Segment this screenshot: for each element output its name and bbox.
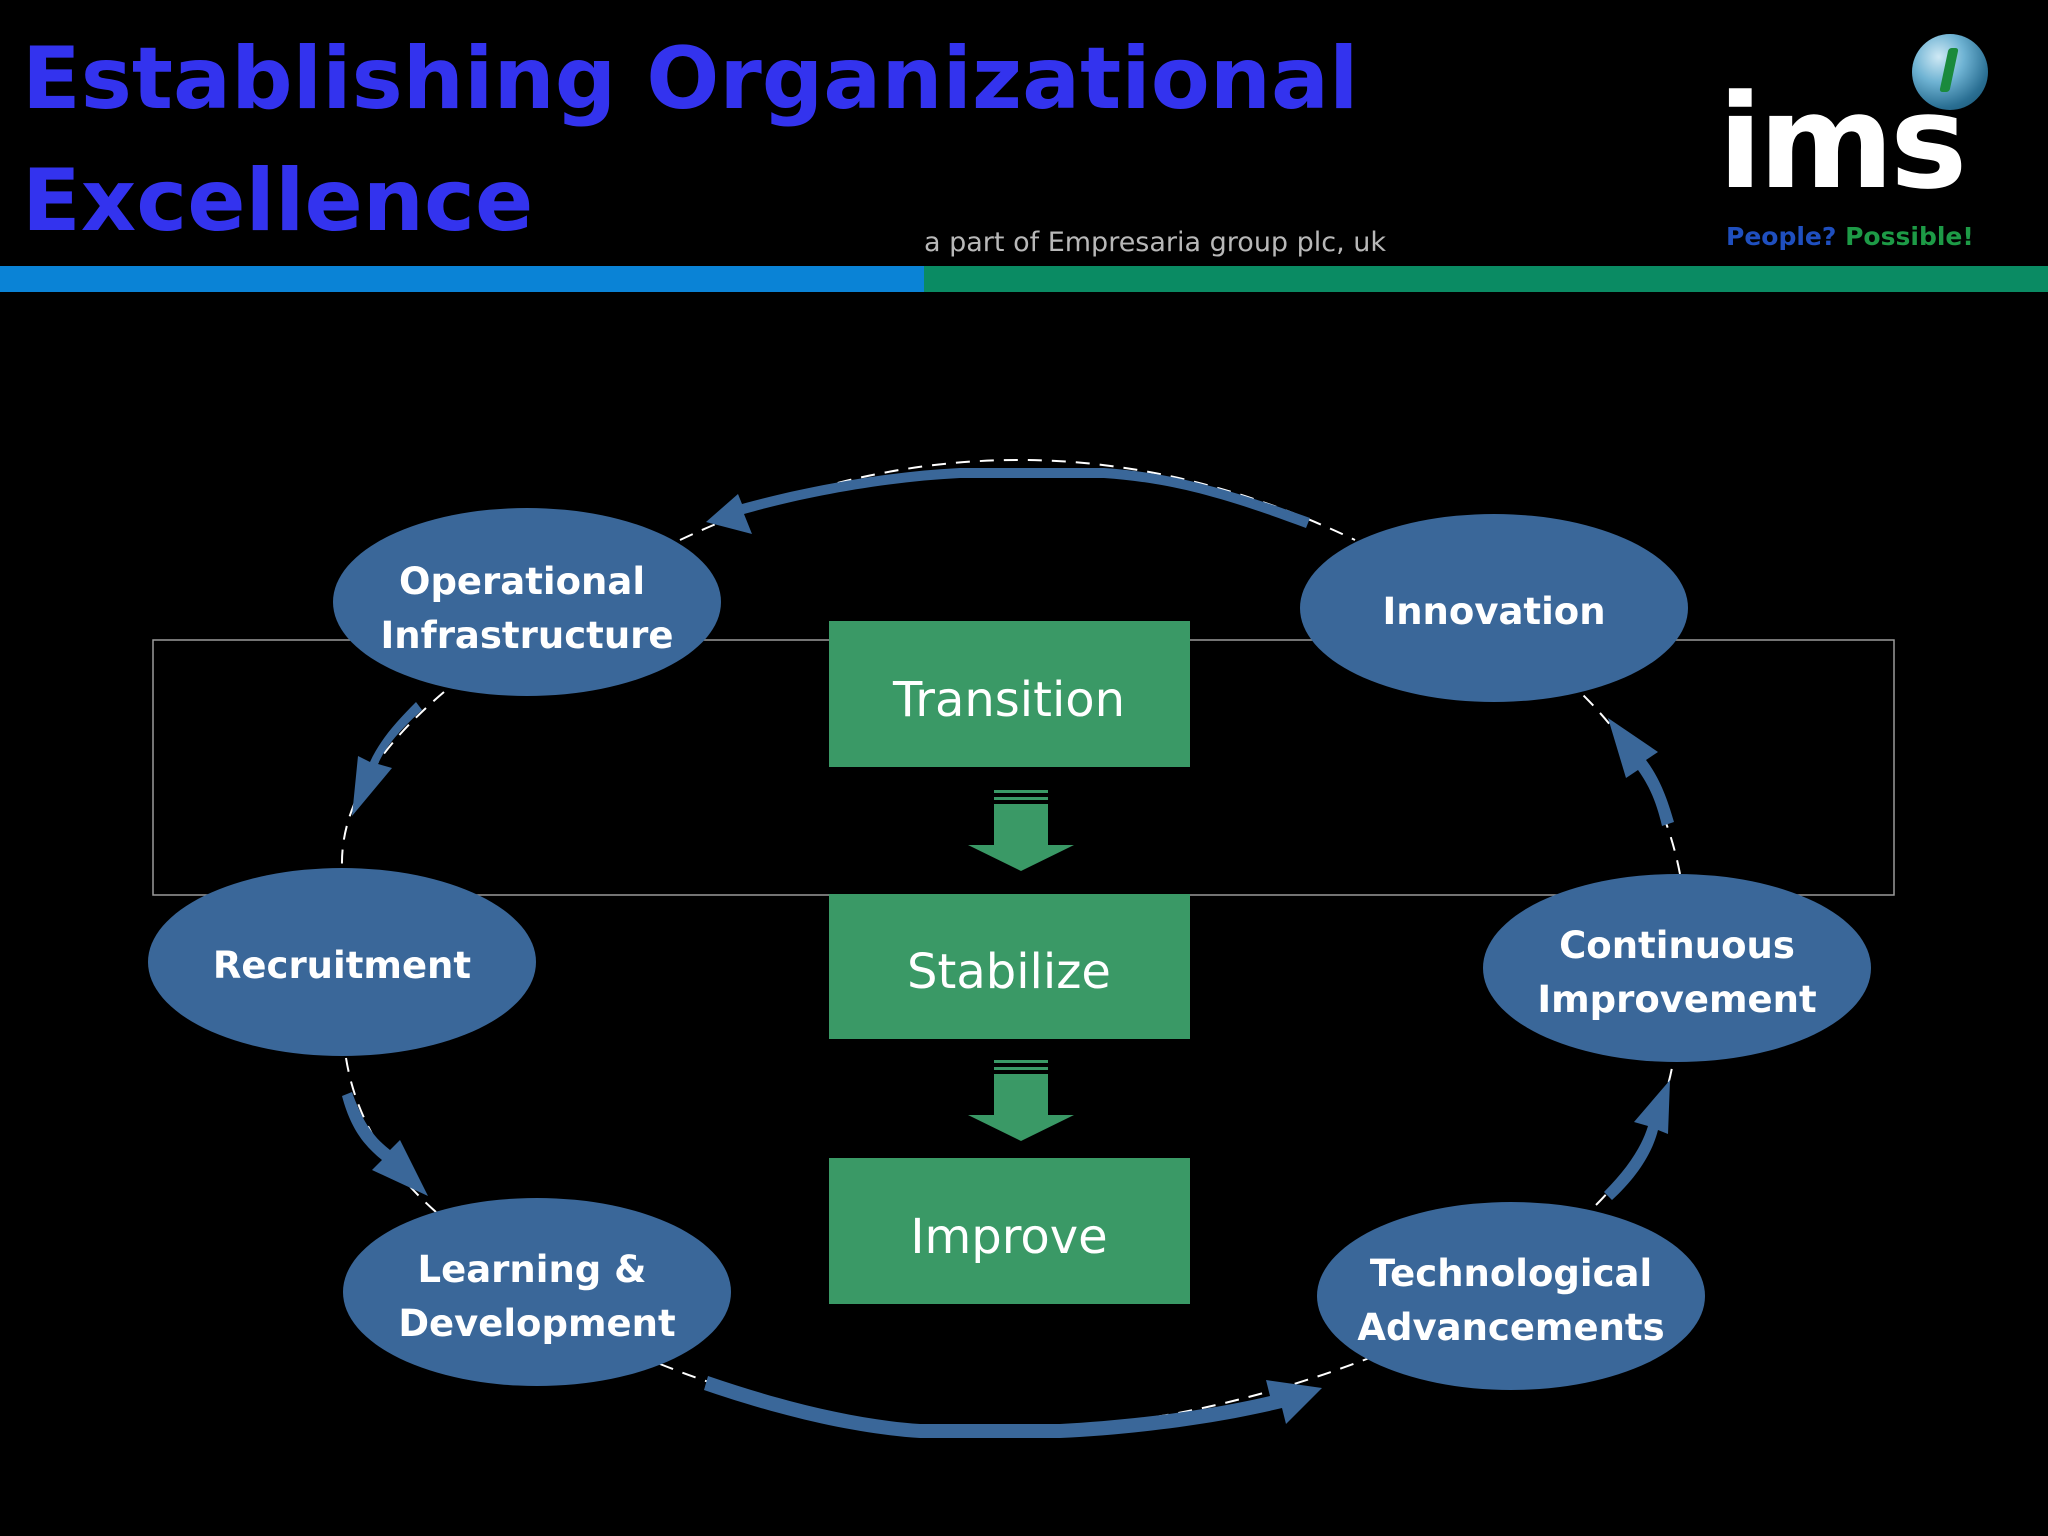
cycle-arrows — [342, 468, 1674, 1438]
node-ellipse — [1300, 514, 1688, 702]
node-label: Technological — [1370, 1252, 1652, 1295]
node-label: Recruitment — [213, 944, 471, 987]
slide-title: Establishing Organizational Excellence — [22, 29, 1359, 251]
down-arrow-icon — [968, 1060, 1074, 1141]
cycle-nodes: Operational Infrastructure Innovation Co… — [148, 508, 1871, 1390]
arrow-innovation-to-operational — [706, 468, 1310, 534]
node-innovation: Innovation — [1300, 514, 1688, 702]
logo-tagline-part1: People? — [1726, 222, 1837, 251]
parent-company-tagline: a part of Empresaria group plc, uk — [924, 227, 1387, 258]
node-label: Learning & — [418, 1248, 647, 1291]
node-recruitment: Recruitment — [148, 868, 536, 1056]
node-ellipse — [1317, 1202, 1705, 1390]
step-label: Improve — [910, 1209, 1107, 1265]
ims-logo-wordmark: ims — [1718, 66, 1967, 218]
node-technological-advancements: Technological Advancements — [1317, 1202, 1705, 1390]
logo-tagline-part2: Possible! — [1845, 222, 1974, 251]
node-continuous-improvement: Continuous Improvement — [1483, 874, 1871, 1062]
arrow-technological-to-continuous — [1604, 1080, 1670, 1200]
header-stripe-green — [924, 266, 2048, 292]
node-ellipse — [343, 1198, 731, 1386]
node-label: Operational — [399, 560, 645, 603]
step-label: Stabilize — [907, 944, 1111, 1000]
node-label: Development — [398, 1302, 675, 1345]
node-label: Improvement — [1537, 978, 1816, 1021]
node-operational-infrastructure: Operational Infrastructure — [333, 508, 721, 696]
node-learning-development: Learning & Development — [343, 1198, 731, 1386]
header-stripe-blue — [0, 266, 924, 292]
node-label: Advancements — [1357, 1306, 1664, 1349]
node-ellipse — [148, 868, 536, 1056]
step-transition: Transition — [829, 621, 1190, 767]
node-ellipse — [333, 508, 721, 696]
globe-icon — [1912, 34, 1988, 110]
process-steps: Transition Stabilize Improve — [829, 621, 1190, 1304]
logo-tagline: People? Possible! — [1726, 222, 1974, 252]
node-label: Infrastructure — [380, 614, 673, 657]
step-box — [829, 894, 1190, 1039]
down-arrow-icon — [968, 790, 1074, 871]
step-label: Transition — [892, 672, 1125, 728]
arrow-operational-to-recruitment — [352, 702, 422, 816]
node-label: Continuous — [1559, 924, 1795, 967]
arrow-learning-to-technological — [704, 1376, 1322, 1438]
step-arrows — [968, 790, 1074, 1141]
arrow-recruitment-to-learning — [342, 1092, 428, 1196]
step-stabilize: Stabilize — [829, 894, 1190, 1039]
node-label: Innovation — [1382, 590, 1605, 633]
step-improve: Improve — [829, 1158, 1190, 1304]
step-box — [829, 621, 1190, 767]
step-box — [829, 1158, 1190, 1304]
node-ellipse — [1483, 874, 1871, 1062]
arrow-continuous-to-innovation — [1608, 718, 1674, 826]
